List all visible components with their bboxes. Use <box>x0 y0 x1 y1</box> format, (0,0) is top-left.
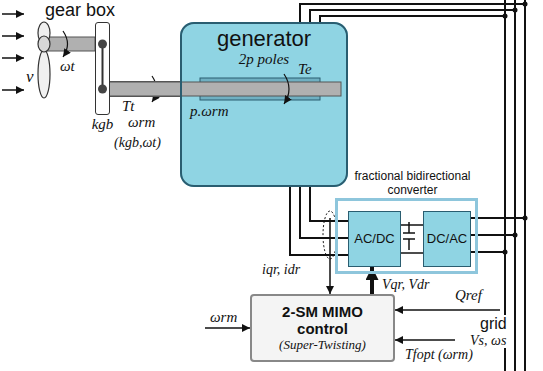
hub <box>38 36 50 52</box>
connector-label: Vqr, Vdr <box>380 277 431 292</box>
part-name: gear box <box>45 0 115 21</box>
connector-line <box>310 187 348 221</box>
box-subtitle: 2p poles <box>239 51 289 68</box>
gear <box>98 85 107 94</box>
signal-name: Qref <box>455 287 482 304</box>
dc-capacitor <box>403 222 415 250</box>
speed-input <box>205 327 250 329</box>
gear-link <box>102 44 104 89</box>
junction-dots <box>503 2 528 255</box>
variable-label: ωrm <box>128 114 155 131</box>
gear <box>98 40 107 49</box>
stator-wires <box>300 4 525 22</box>
gearbox-body <box>95 22 110 115</box>
variable-label: Tt <box>122 98 135 115</box>
turbine-shaft <box>44 37 95 51</box>
converter-frame: fractional bidirectional converterAC/DCD… <box>335 198 478 274</box>
box-title: 2-SM MIMO control <box>256 303 389 338</box>
stage-name: AC/DC <box>354 232 394 247</box>
stage-name: DC/AC <box>427 232 467 247</box>
variable-label: Te <box>298 61 312 78</box>
connector-line <box>300 187 348 238</box>
rotation-arrow <box>284 74 289 104</box>
wind-arrows <box>2 14 24 90</box>
generator-shaft <box>181 82 341 96</box>
box-subtitle: (Super-Twisting) <box>279 337 366 353</box>
generator-body <box>180 22 348 187</box>
rotation-arrow <box>63 31 68 57</box>
connector <box>401 225 423 253</box>
variable-label: v <box>26 68 34 87</box>
converter-stage: DC/AC <box>423 211 471 267</box>
blade <box>38 50 50 98</box>
variable-label: (kgb,ωt) <box>114 135 161 150</box>
ratio-symbol: kgb <box>92 116 114 133</box>
connector-line <box>401 252 423 254</box>
gearbox: gear boxkgb <box>95 22 110 115</box>
box-title: fractional bidirectional converter <box>350 170 475 198</box>
qref-input <box>395 309 500 311</box>
control-box: 2-SM MIMO control(Super-Twisting) <box>250 294 395 362</box>
grid-label: grid <box>478 315 509 333</box>
connector-line <box>110 83 180 96</box>
box-title: generator <box>217 27 311 51</box>
signal-name: iqr, idr <box>262 262 300 277</box>
signal-name: Tfopt (ωrm) <box>405 347 473 362</box>
connector <box>110 89 180 90</box>
connector-line <box>110 81 180 97</box>
torque-input <box>395 339 455 341</box>
variable-label: p.ωrm <box>190 103 229 120</box>
connector-line <box>401 224 423 226</box>
signal-name: Vs, ωs <box>468 333 508 348</box>
converter-stage: AC/DC <box>348 211 401 267</box>
variable-label: ωt <box>60 58 75 75</box>
signal-name: ωrm <box>210 309 237 326</box>
